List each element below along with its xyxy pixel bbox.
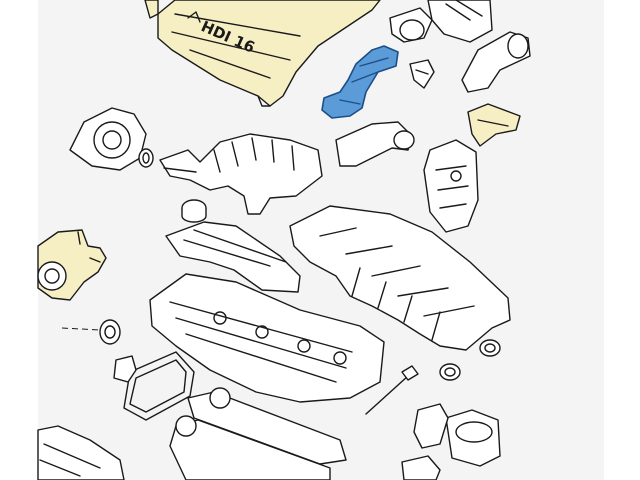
engine-block[interactable] <box>37 425 125 480</box>
air-intake-hose-highlighted[interactable] <box>321 45 399 119</box>
water-pump[interactable] <box>69 107 147 171</box>
cylinder-head[interactable] <box>149 273 385 403</box>
lower-bracket[interactable] <box>401 455 441 480</box>
cylinder-head-cover[interactable] <box>165 221 301 293</box>
lower-o-ring[interactable] <box>439 363 461 381</box>
timing-belt[interactable] <box>123 351 195 421</box>
crankshaft-seal[interactable] <box>61 319 121 345</box>
air-elbow-pipe[interactable] <box>335 121 415 167</box>
oil-filler-cap[interactable] <box>181 199 207 223</box>
glow-plug[interactable] <box>365 365 419 415</box>
intake-manifold[interactable] <box>289 205 511 351</box>
timing-bracket[interactable] <box>113 355 137 383</box>
sensor-bracket[interactable] <box>413 403 449 449</box>
egr-valve-bracket[interactable] <box>423 139 479 233</box>
camshaft-assembly[interactable] <box>169 387 347 480</box>
engine-mount-bracket[interactable] <box>37 229 107 301</box>
engine-cover[interactable]: HDI 16 <box>144 0 381 107</box>
oil-separator[interactable] <box>445 409 501 467</box>
right-o-ring[interactable] <box>479 339 501 357</box>
right-cover-bracket[interactable] <box>467 103 521 147</box>
hose-clip[interactable] <box>409 59 435 89</box>
o-ring[interactable] <box>138 148 154 168</box>
throttle-body[interactable] <box>389 0 493 43</box>
air-pipe-upper[interactable] <box>461 31 531 93</box>
coolant-hose-assembly[interactable] <box>159 133 323 215</box>
